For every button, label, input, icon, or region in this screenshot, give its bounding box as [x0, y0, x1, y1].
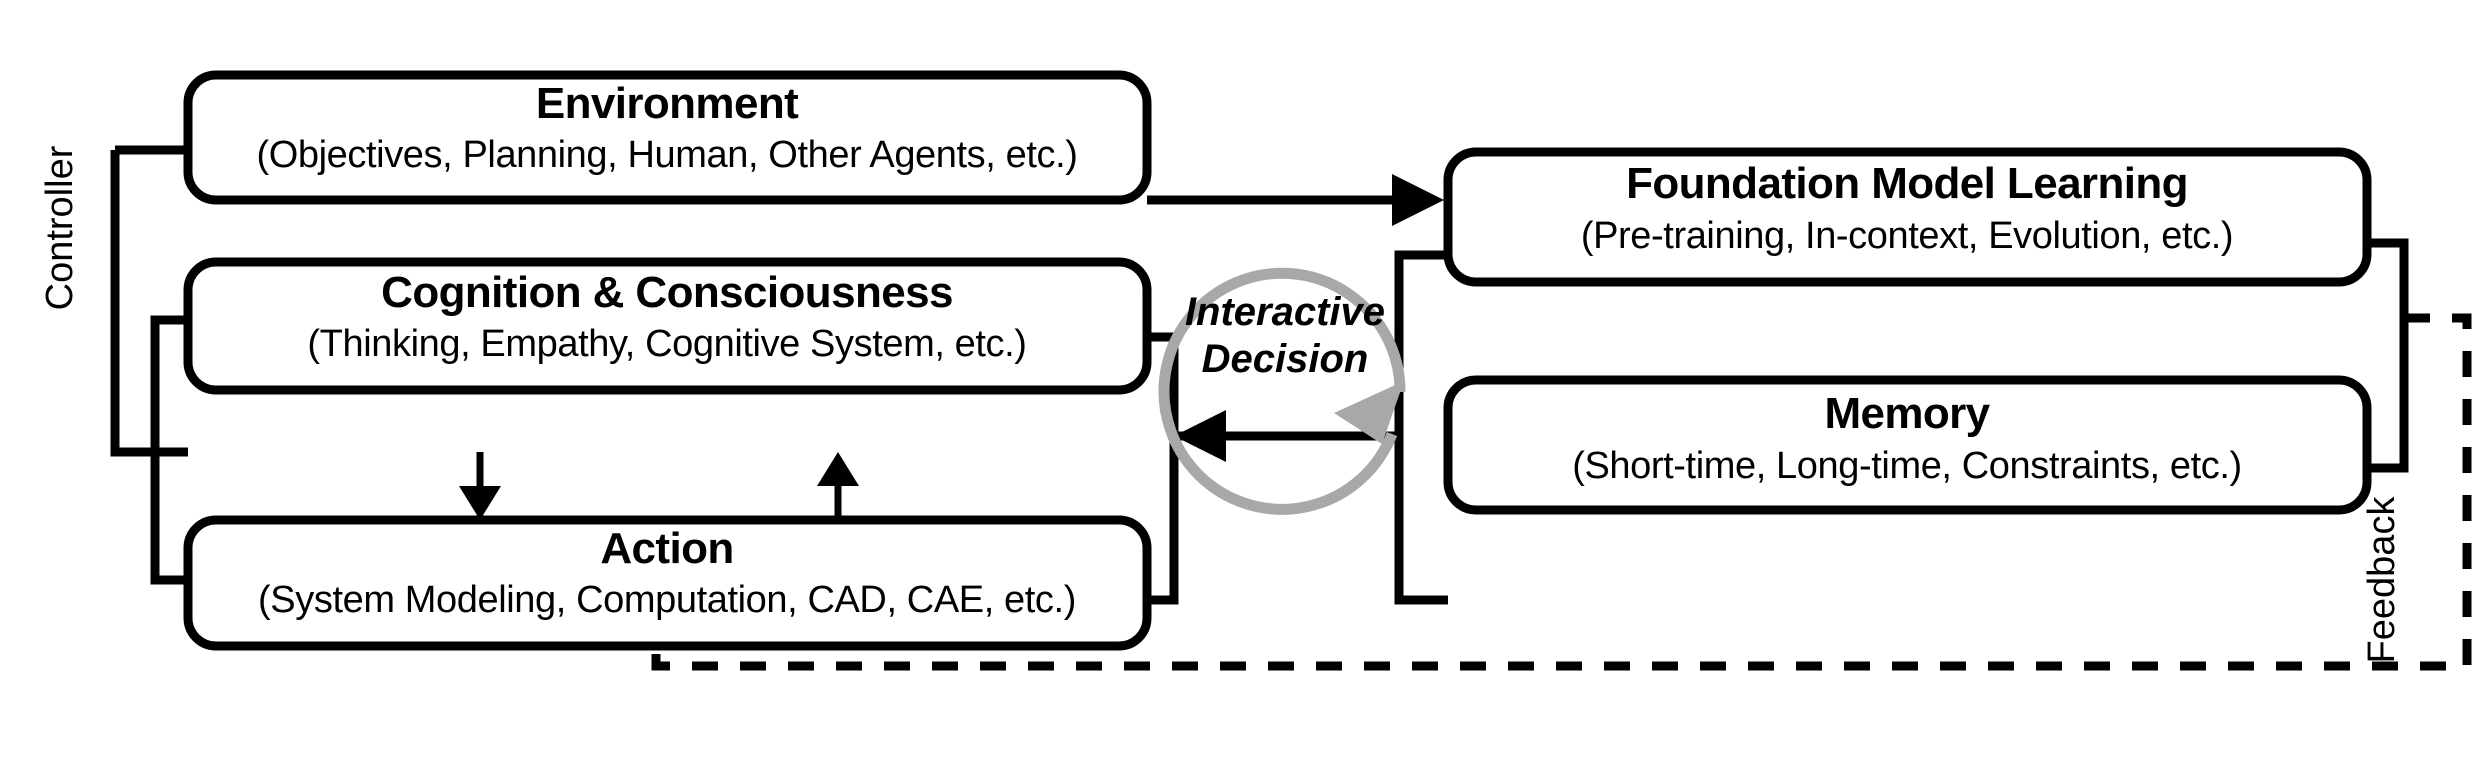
- box-foundation-title: Foundation Model Learning: [1626, 159, 2188, 208]
- box-memory[interactable]: Memory (Short-time, Long-time, Constrain…: [1443, 375, 2372, 515]
- box-environment-title: Environment: [536, 79, 799, 128]
- arrowhead-cognition-to-action: [459, 486, 501, 520]
- box-environment-subtitle: (Objectives, Planning, Human, Other Agen…: [256, 134, 1077, 176]
- cycle-arrowhead: [1334, 381, 1404, 444]
- box-foundation-subtitle: (Pre-training, In-context, Evolution, et…: [1581, 215, 2233, 257]
- connector-action-to-cognition: [817, 452, 859, 520]
- label-feedback: Feedback: [2361, 496, 2403, 664]
- cycle-ring-arc: [1158, 267, 1406, 515]
- box-cognition-subtitle: (Thinking, Empathy, Cognitive System, et…: [307, 323, 1026, 365]
- arrowhead-into-left-column: [1174, 410, 1226, 462]
- connector-cognition-action-left-bracket: [150, 315, 188, 585]
- box-foundation-rect: [1443, 147, 2372, 287]
- connector-right-column-right-bus: [2367, 238, 2409, 473]
- box-action-title: Action: [600, 524, 733, 573]
- feedback-text: Feedback: [2361, 496, 2403, 664]
- connector-environment-to-foundation: [1147, 174, 1444, 226]
- arrowhead-environment-to-foundation: [1392, 174, 1444, 226]
- box-cognition[interactable]: Cognition & Consciousness (Thinking, Emp…: [183, 257, 1152, 395]
- box-memory-rect: [1443, 375, 2372, 515]
- box-memory-title: Memory: [1824, 389, 1990, 438]
- box-memory-subtitle: (Short-time, Long-time, Constraints, etc…: [1572, 445, 2242, 487]
- cycle-label-line1: Interactive: [1185, 290, 1385, 334]
- cycle-label-line2: Decision: [1202, 337, 1369, 381]
- box-cognition-title: Cognition & Consciousness: [381, 268, 953, 317]
- box-cognition-rect: [183, 257, 1152, 395]
- controller-text: Controller: [39, 145, 81, 310]
- arrowhead-action-to-cognition: [817, 452, 859, 486]
- label-controller: Controller: [39, 145, 81, 310]
- interactive-decision-cycle: Interactive Decision: [1158, 267, 1406, 515]
- box-foundation-model-learning[interactable]: Foundation Model Learning (Pre-training,…: [1443, 147, 2372, 287]
- box-environment-rect: [183, 70, 1152, 205]
- connector-cognition-to-action: [459, 452, 501, 520]
- connector-left-column-right-bus: [1147, 332, 1318, 605]
- box-environment[interactable]: Environment (Objectives, Planning, Human…: [183, 70, 1152, 205]
- box-action[interactable]: Action (System Modeling, Computation, CA…: [183, 515, 1152, 651]
- box-action-subtitle: (System Modeling, Computation, CAD, CAE,…: [258, 579, 1076, 621]
- box-action-rect: [183, 515, 1152, 651]
